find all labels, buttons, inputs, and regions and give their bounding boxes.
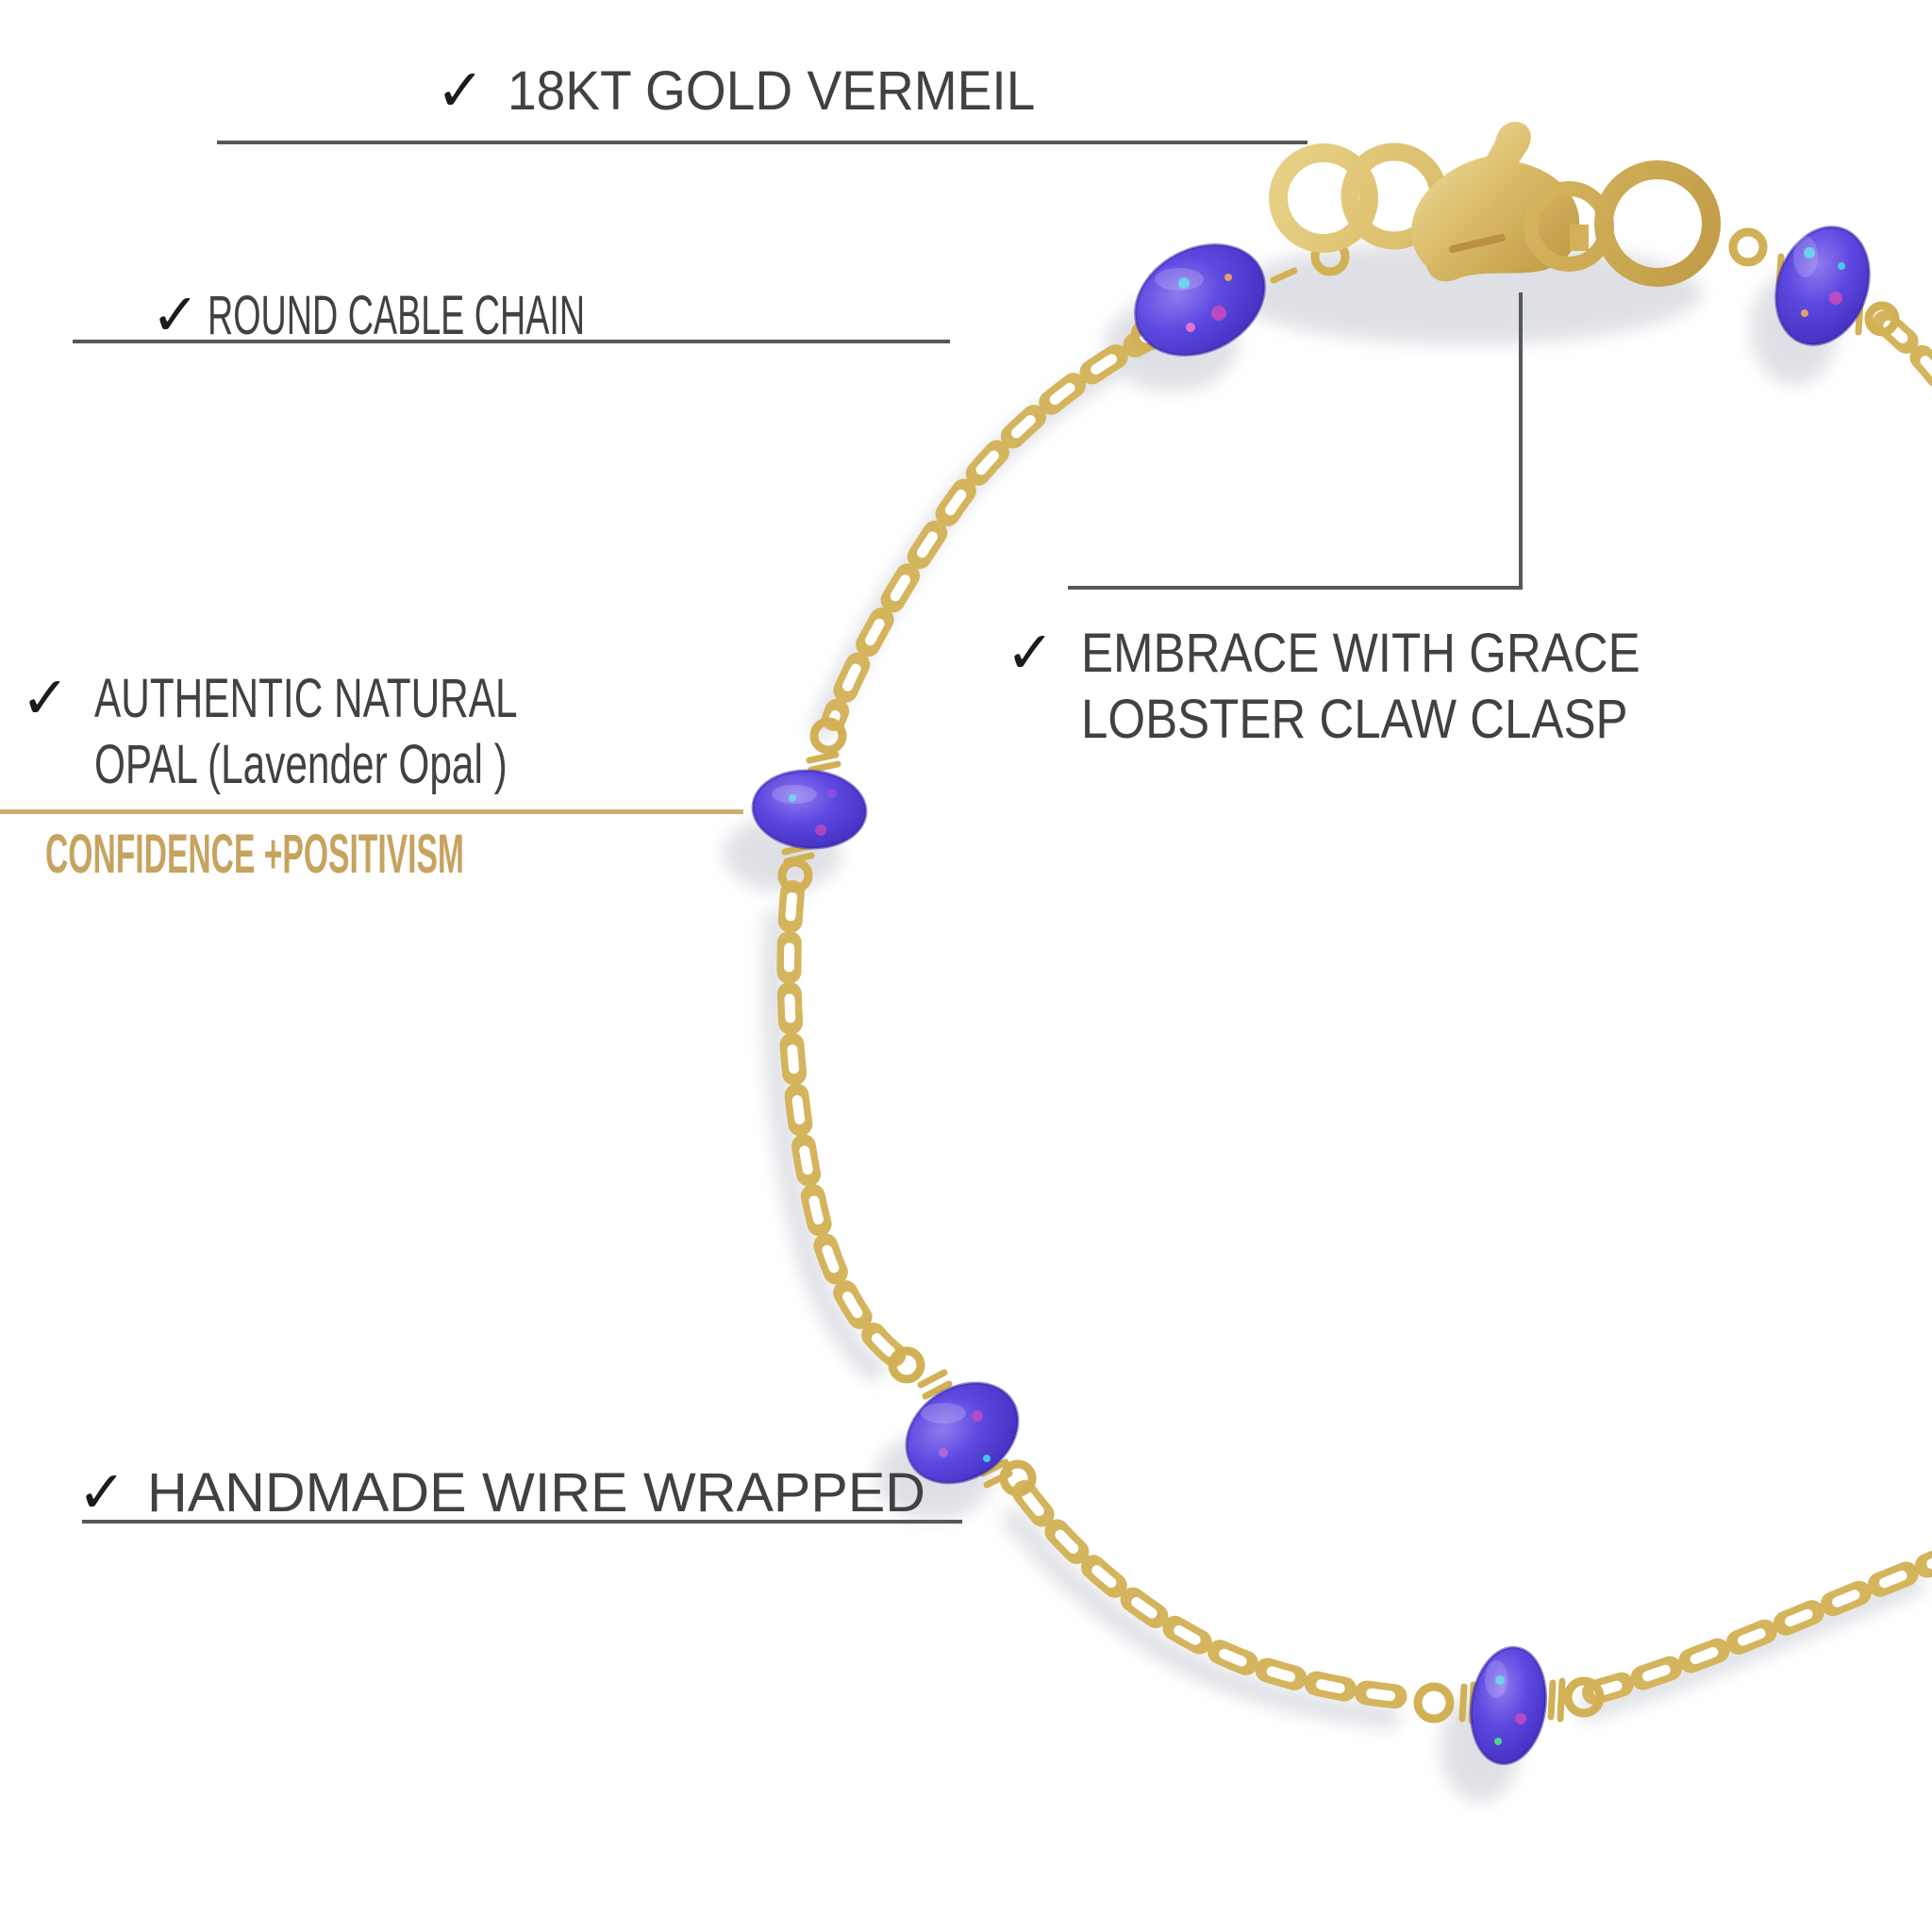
brand-tagline: CONFIDENCE +POSITIVISM (45, 826, 767, 883)
checkmark-icon: ✓ (151, 283, 200, 348)
clasp-ring (1594, 160, 1721, 287)
callout-line-handmade (82, 1520, 962, 1524)
opal-bead (1134, 243, 1266, 357)
callout-line-clasp-vertical (1519, 292, 1523, 590)
feature-handmade: ✓ HANDMADE WIRE WRAPPED (77, 1460, 925, 1526)
brand-tagline-text: CONFIDENCE +POSITIVISM (45, 824, 464, 885)
feature-handmade-label: HANDMADE WIRE WRAPPED (146, 1462, 925, 1524)
opal-beads (751, 225, 1871, 1766)
claw-hinge (1570, 225, 1589, 251)
chain-path-left-drop (776, 880, 908, 1369)
clasp-assembly (1269, 121, 1721, 287)
feature-opal-line1: AUTHENTIC NATURAL (93, 668, 518, 729)
callout-line-cable-chain (73, 340, 950, 343)
checkmark-icon: ✓ (21, 666, 70, 731)
claw-jaw-line (1449, 234, 1506, 253)
feature-cable-chain-label: ROUND CABLE CHAIN (207, 285, 586, 346)
checkmark-icon: ✓ (436, 58, 485, 124)
gold-divider-line (0, 809, 743, 814)
soft-shadows (724, 241, 1925, 1802)
feature-clasp-line2: LOBSTER CLAW CLASP (1080, 689, 1628, 750)
opal-bead (1774, 225, 1871, 346)
checkmark-icon: ✓ (1006, 621, 1055, 686)
clasp-ring (1269, 143, 1378, 253)
feature-opal: ✓ AUTHENTIC NATURAL OPAL (Lavender Opal … (21, 666, 674, 798)
feature-opal-line2: OPAL (Lavender Opal ) (93, 734, 508, 795)
opal-bead (1469, 1645, 1548, 1766)
checkmark-icon: ✓ (77, 1460, 126, 1525)
callout-line-clasp-horizontal (1068, 586, 1523, 590)
opal-sparkles (772, 236, 1845, 1745)
feature-cable-chain: ✓ ROUND CABLE CHAIN (151, 283, 789, 349)
callout-line-vermeil (217, 141, 1307, 144)
feature-clasp-line1: EMBRACE WITH GRACE (1080, 623, 1641, 684)
feature-vermeil-label: 18KT GOLD VERMEIL (507, 60, 1036, 122)
feature-clasp: ✓ EMBRACE WITH GRACE LOBSTER CLAW CLASP (1006, 621, 1716, 753)
opal-bead (751, 769, 868, 850)
feature-vermeil: ✓ 18KT GOLD VERMEIL (436, 58, 1063, 125)
